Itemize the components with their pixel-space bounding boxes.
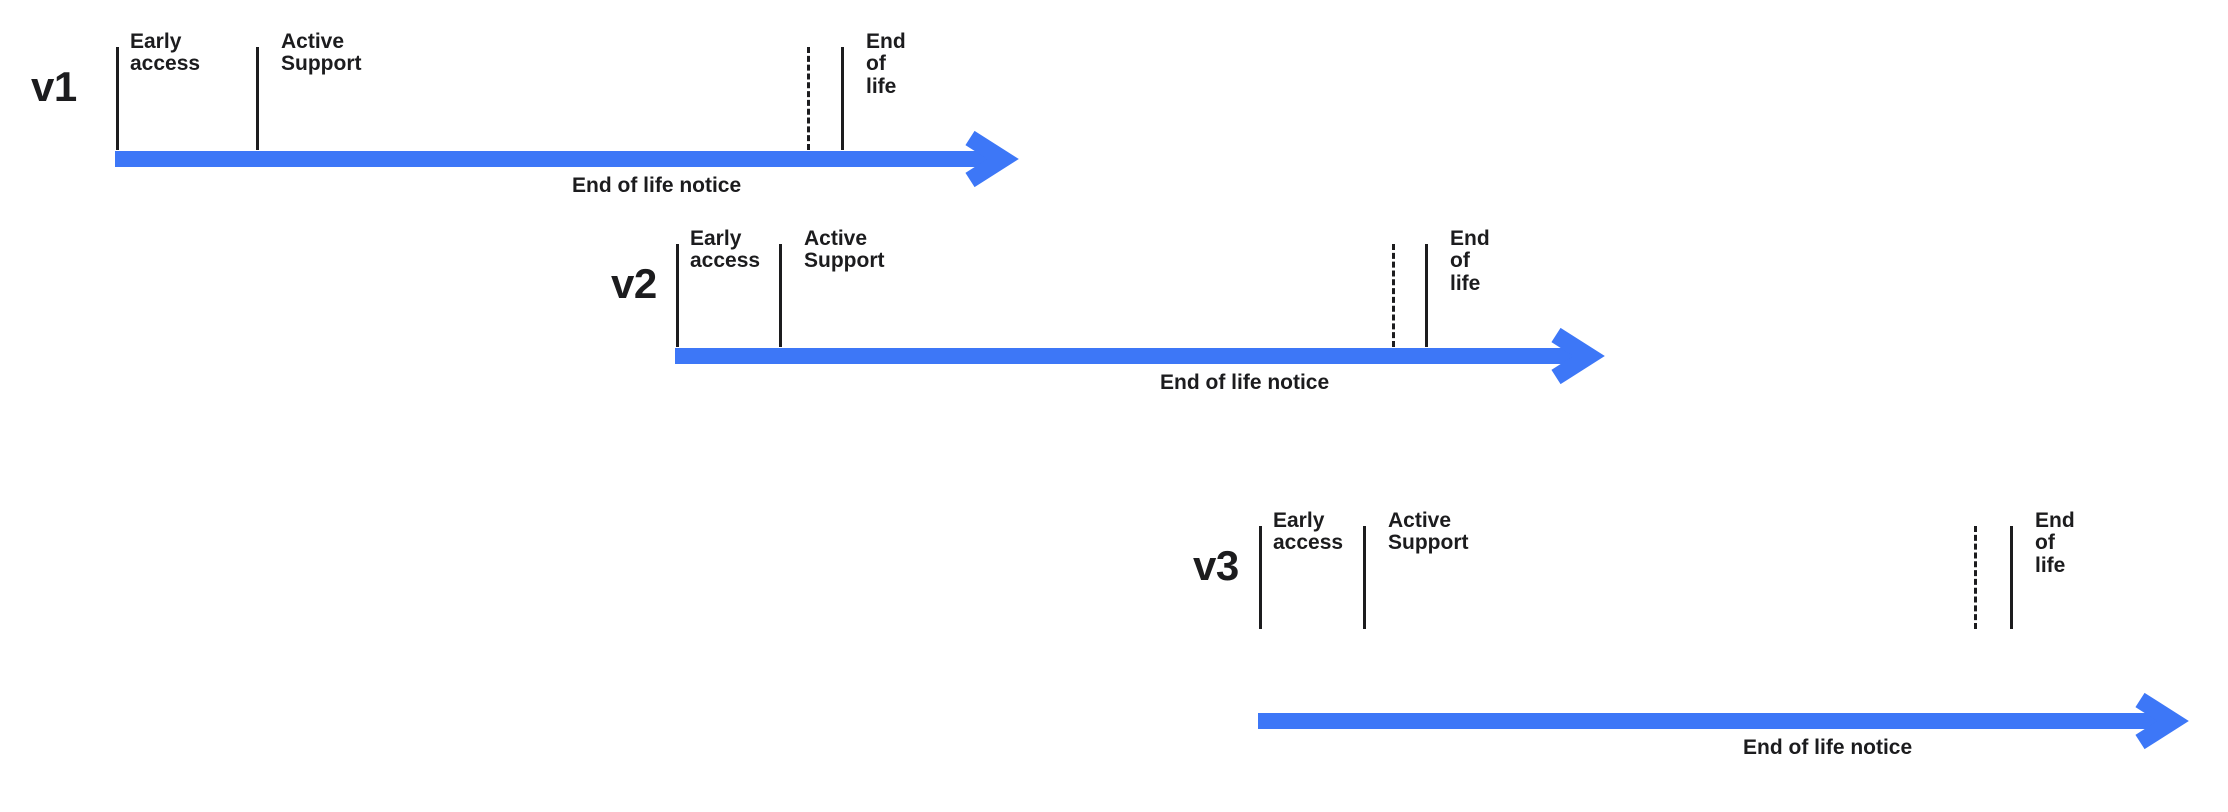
timeline-arrow-head-v3 — [2135, 692, 2189, 750]
phase-divider-early-access-start-v1 — [116, 47, 119, 150]
timeline-arrow-head-v1 — [965, 130, 1019, 188]
version-label-v3: v3 — [1193, 542, 1239, 589]
phase-divider-end-of-life-start-v2 — [1425, 244, 1428, 347]
timeline-bar-v1 — [115, 151, 990, 167]
phase-label-active-support-v3: Active Support — [1388, 509, 1469, 555]
version-label-v1: v1 — [31, 63, 77, 110]
eol-notice-label-v1: End of life notice — [572, 174, 742, 197]
phase-label-active-support-v2: Active Support — [804, 227, 885, 273]
phase-label-end-of-life-v2: End of life — [1450, 227, 1490, 295]
phase-label-active-support-v1: Active Support — [281, 30, 362, 76]
phase-divider-active-support-start-v3 — [1363, 526, 1366, 629]
timeline-arrow-head-v2 — [1551, 327, 1605, 385]
phase-label-early-access-v3: Early access — [1273, 509, 1344, 555]
eol-notice-label-v2: End of life notice — [1160, 371, 1330, 394]
eol-notice-marker-v1 — [807, 47, 810, 150]
phase-divider-end-of-life-start-v3 — [2010, 526, 2013, 629]
phase-divider-active-support-start-v2 — [779, 244, 782, 347]
phase-label-end-of-life-v1: End of life — [866, 30, 906, 98]
phase-divider-end-of-life-start-v1 — [841, 47, 844, 150]
phase-label-early-access-v1: Early access — [130, 30, 201, 76]
phase-label-end-of-life-v3: End of life — [2035, 509, 2075, 577]
phase-divider-active-support-start-v1 — [256, 47, 259, 150]
phase-divider-early-access-start-v3 — [1259, 526, 1262, 629]
timeline-bar-v3 — [1258, 713, 2160, 729]
eol-notice-marker-v3 — [1974, 526, 1977, 629]
eol-notice-label-v3: End of life notice — [1743, 736, 1913, 759]
phase-divider-early-access-start-v2 — [676, 244, 679, 347]
phase-label-early-access-v2: Early access — [690, 227, 761, 273]
version-label-v2: v2 — [611, 260, 657, 307]
timeline-bar-v2 — [675, 348, 1576, 364]
eol-notice-marker-v2 — [1392, 244, 1395, 347]
